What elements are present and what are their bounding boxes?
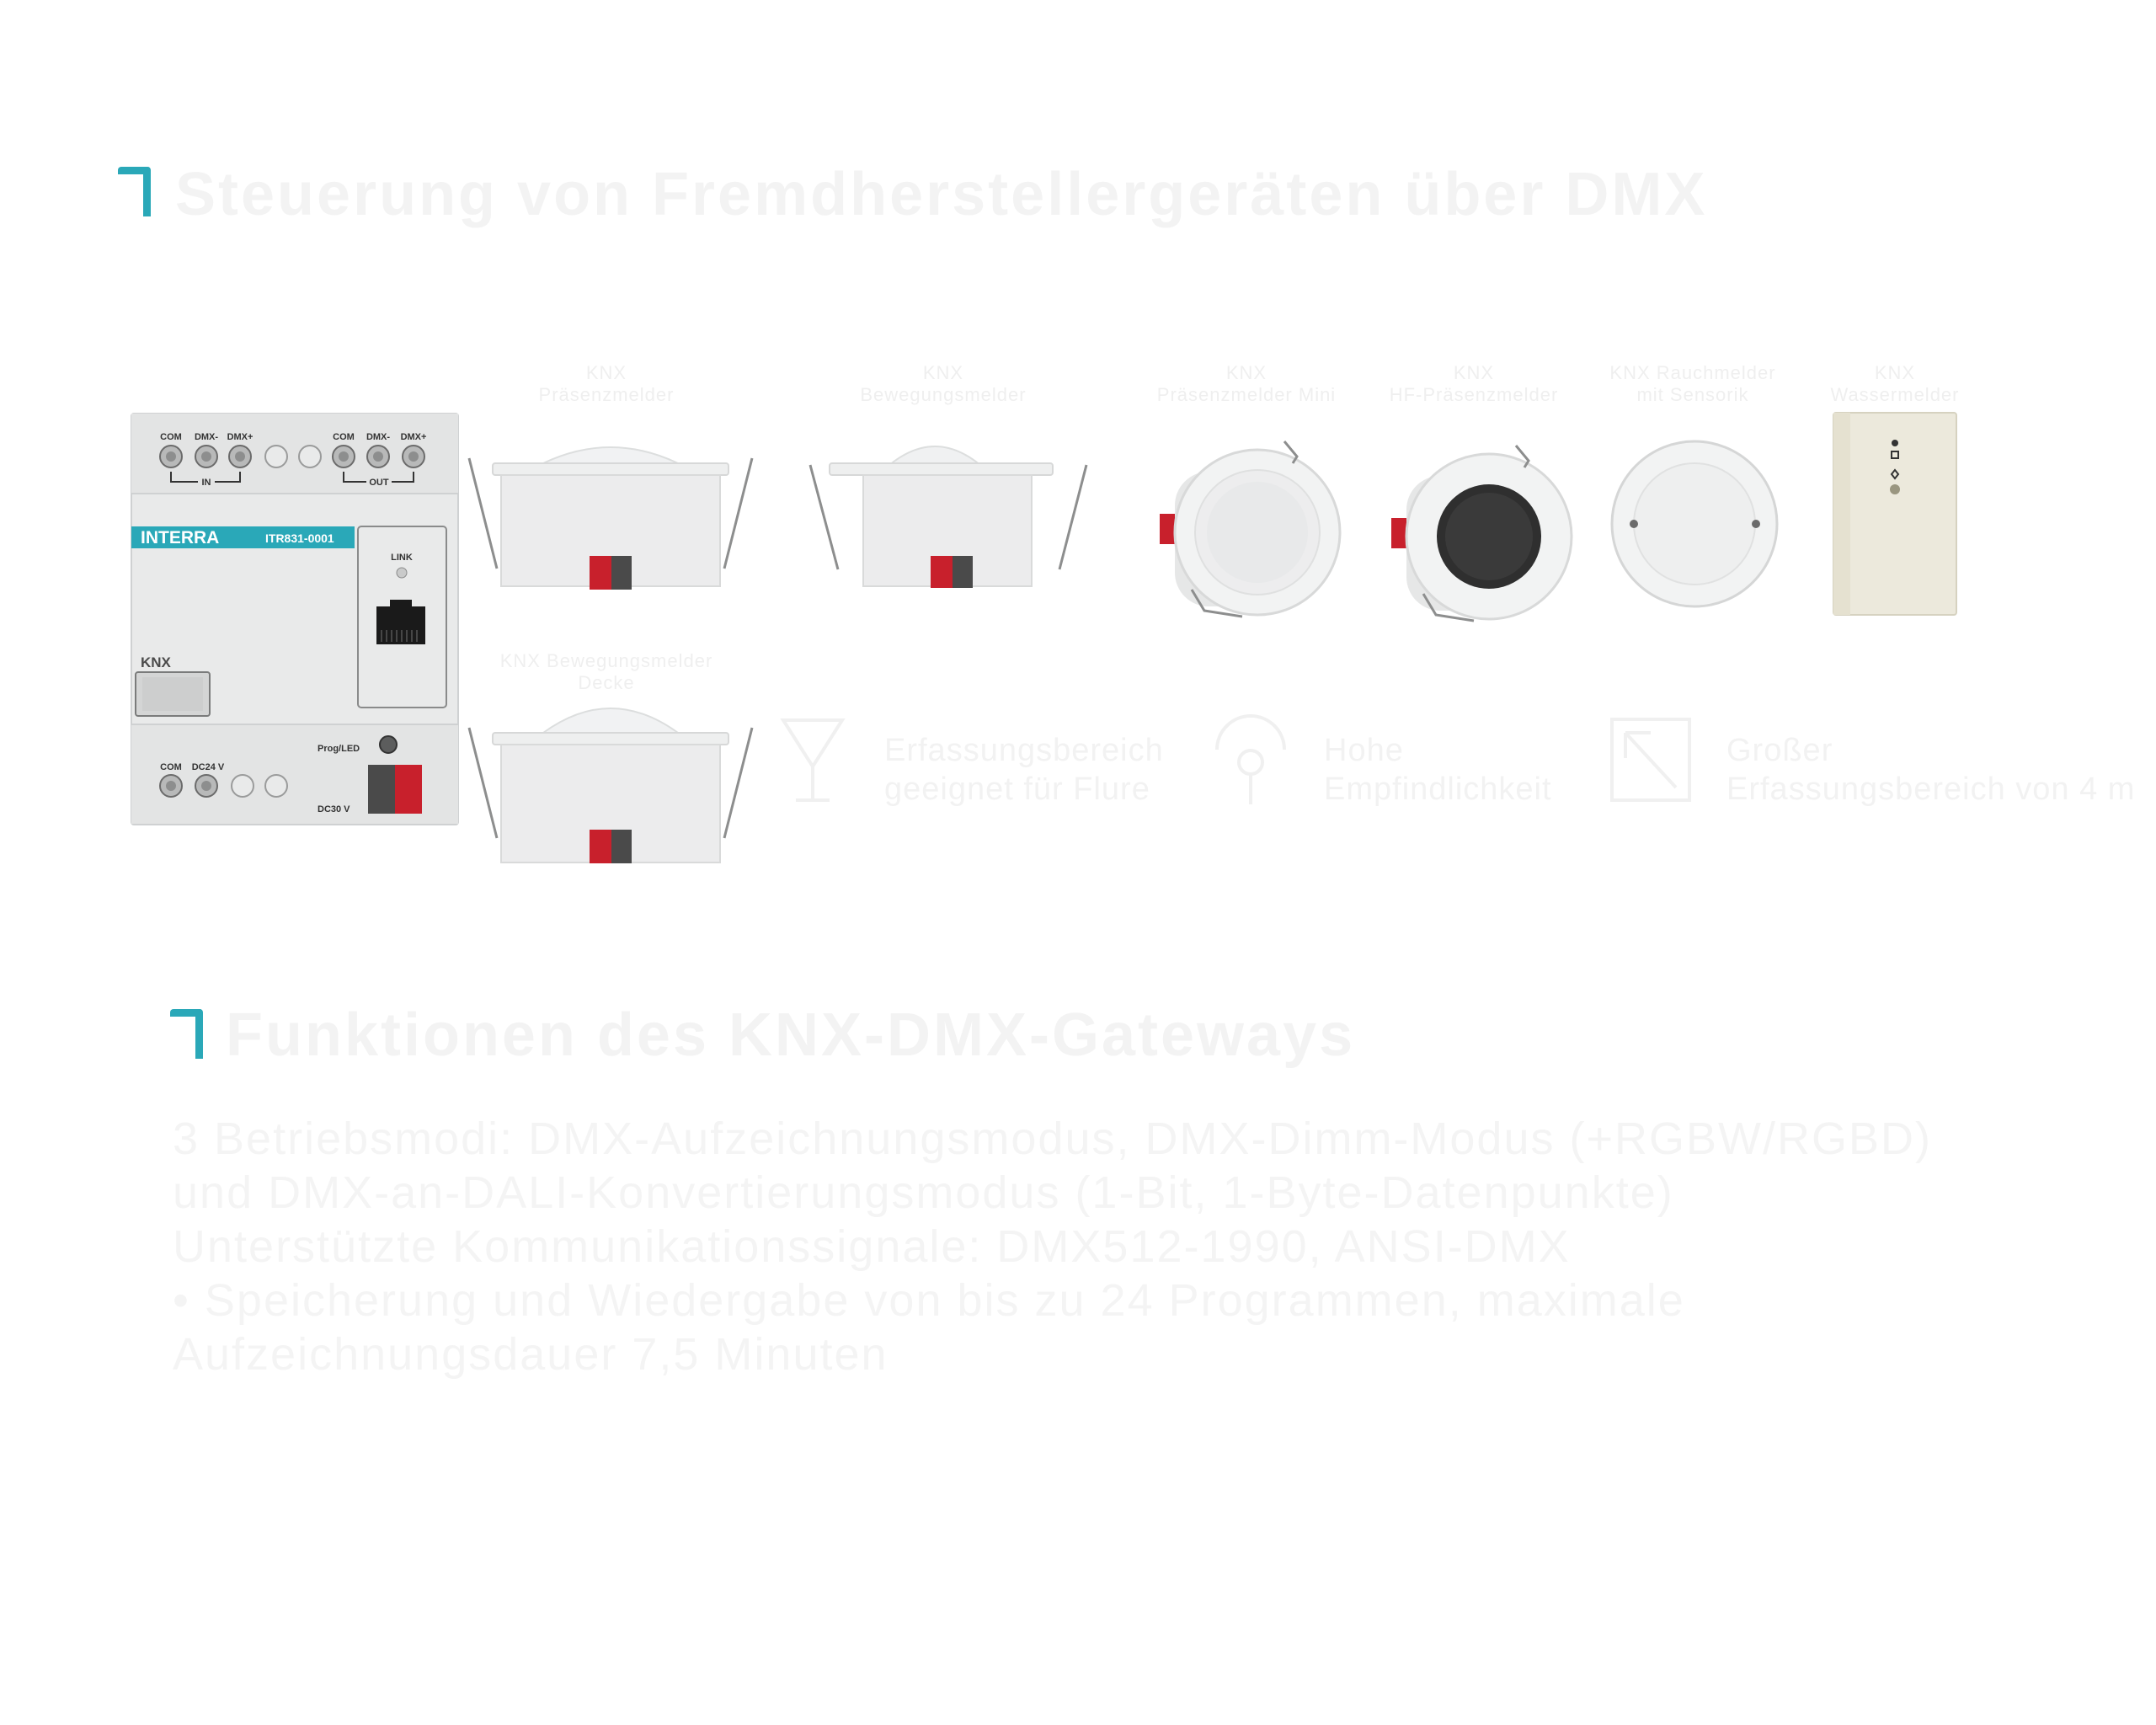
knx-label: KNX — [141, 654, 172, 670]
section2-title: Funktionen des KNX-DMX-Gateways — [226, 1001, 1356, 1069]
detection-area-icon — [1610, 718, 1691, 802]
function-line: Unterstützte Kommunikationssignale: DMX5… — [173, 1221, 1571, 1272]
function-line: 3 Betriebsmodi: DMX-Aufzeichnungsmodus, … — [173, 1114, 1932, 1164]
terminal-label: DMX- — [195, 432, 218, 442]
knx-dmx-gateway-device: COM DMX- DMX+ COM DMX- DMX+ IN OUT INTER… — [131, 413, 459, 825]
motion-range-icon — [780, 718, 846, 802]
screw-terminal-icon — [159, 774, 288, 798]
hf-presence-sensor-image — [1391, 445, 1573, 622]
gateway-functions-text: 3 Betriebsmodi: DMX-Aufzeichnungsmodus, … — [173, 1112, 1983, 1381]
terminal-label: DMX- — [366, 432, 390, 442]
in-label: IN — [202, 478, 211, 488]
link-label: LINK — [391, 553, 413, 563]
terminal-label: DC24 V — [192, 762, 225, 772]
brand-logo: INTERRA — [141, 528, 219, 547]
function-line: und DMX-an-DALI-Konvertierungsmodus (1-B… — [173, 1167, 1674, 1218]
prog-label: Prog/LED — [318, 744, 360, 754]
ceiling-motion-sensor-image — [467, 708, 754, 863]
dc-label: DC30 V — [318, 804, 350, 814]
model-number: ITR831-0001 — [265, 531, 334, 545]
function-line: • Speicherung und Wiedergabe von bis zu … — [173, 1275, 1685, 1326]
screw-terminal-icon — [159, 445, 425, 468]
terminal-label: DMX+ — [227, 432, 253, 442]
smoke-detector-image — [1610, 440, 1779, 608]
ethernet-port-icon — [376, 600, 425, 644]
function-line: Aufzeichnungsdauer 7,5 Minuten — [173, 1329, 889, 1380]
ceiling-presence-sensor-image — [467, 446, 754, 590]
mini-presence-sensor-image — [1160, 441, 1342, 618]
terminal-label: DMX+ — [401, 432, 427, 442]
out-label: OUT — [369, 478, 389, 488]
water-sensor-image — [1833, 412, 1957, 616]
section1-bracket-icon — [118, 167, 151, 216]
ceiling-motion-sensor-image — [808, 446, 1088, 588]
section1-title: Steuerung von Fremdherstellergeräten übe… — [175, 161, 1708, 228]
terminal-label: COM — [160, 762, 182, 772]
terminal-label: COM — [333, 432, 355, 442]
sensitivity-icon — [1215, 714, 1286, 804]
terminal-label: COM — [160, 432, 182, 442]
section2-bracket-icon — [170, 1009, 203, 1059]
